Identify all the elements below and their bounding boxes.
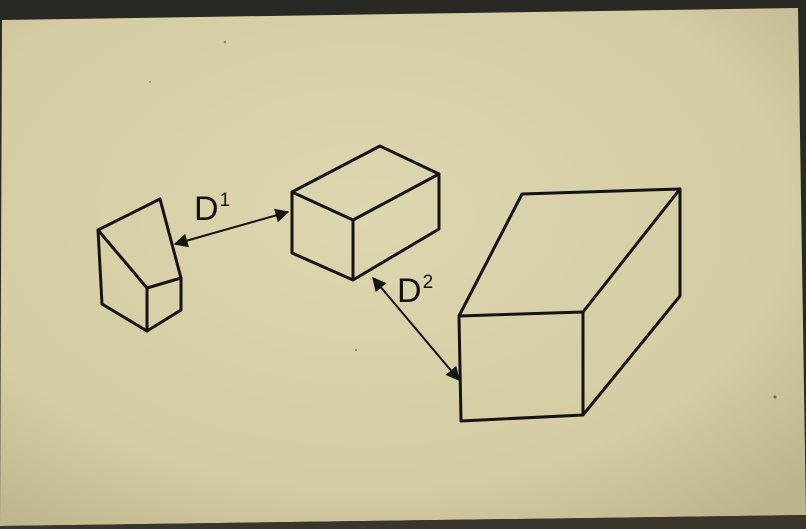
- d1-index: 1: [219, 189, 231, 211]
- small-wedge-block: [96, 197, 183, 333]
- speck: [149, 81, 151, 83]
- medium-box-block: [290, 144, 441, 282]
- card-shadow-edge: [0, 515, 806, 529]
- speck: [223, 40, 227, 44]
- d2-label: D2: [397, 271, 434, 310]
- card-surface: [0, 8, 806, 526]
- speck: [773, 395, 777, 399]
- large-box-block: [457, 187, 682, 423]
- d1-arrow: [173, 208, 290, 248]
- d2-index: 2: [422, 271, 434, 293]
- speck: [354, 348, 358, 352]
- d1-label: D1: [194, 189, 231, 228]
- d2-arrow: [372, 276, 460, 382]
